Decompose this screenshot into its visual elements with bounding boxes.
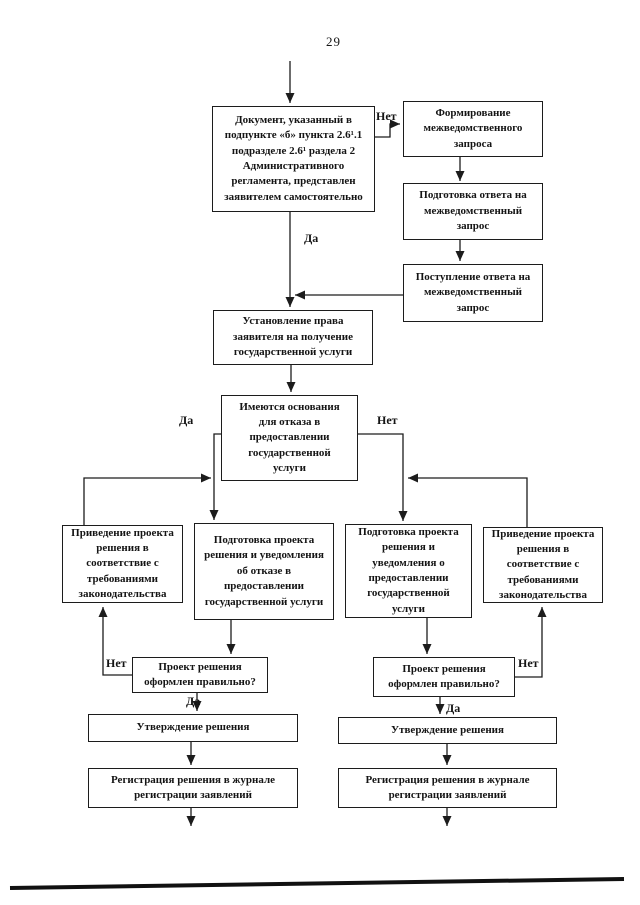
label-yes-decision-left: Да [179, 413, 194, 427]
label-no-check-left: Нет [106, 656, 127, 670]
label-yes-main-line: Да [304, 231, 319, 245]
flow-box-check-correct-right: Проект решения оформлен правильно? [373, 657, 515, 697]
flow-box-refusal-grounds-decision: Имеются основания для отказа в предостав… [221, 395, 358, 481]
flow-box-align-law-left: Приведение проекта решения в соответстви… [62, 525, 183, 603]
flow-box-draft-grant: Подготовка проекта решения и уведомления… [345, 524, 472, 618]
flow-box-approve-right: Утверждение решения [338, 717, 557, 744]
label-no-decision-right: Нет [377, 413, 398, 427]
label-yes-check-right: Да [446, 701, 461, 715]
flow-box-establish-right: Установление права заявителя на получени… [213, 310, 373, 365]
label-no-start-box: Нет [376, 109, 397, 123]
flow-box-document-submitted: Документ, указанный в подпункте «б» пунк… [212, 106, 375, 212]
label-yes-check-left: Да [186, 694, 201, 708]
flow-box-align-law-right: Приведение проекта решения в соответстви… [483, 527, 603, 603]
flow-box-draft-refusal: Подготовка проекта решения и уведомления… [194, 523, 334, 620]
label-no-check-right: Нет [518, 656, 539, 670]
flow-box-prepare-interagency-response: Подготовка ответа на межведомственный за… [403, 183, 543, 240]
flow-box-receive-interagency-response: Поступление ответа на межведомственный з… [403, 264, 543, 322]
bottom-page-rule [9, 877, 625, 890]
flow-box-check-correct-left: Проект решения оформлен правильно? [132, 657, 268, 693]
flow-box-approve-left: Утверждение решения [88, 714, 298, 742]
page-number: 29 [326, 34, 341, 49]
flow-box-register-right: Регистрация решения в журнале регистраци… [338, 768, 557, 808]
flow-box-register-left: Регистрация решения в журнале регистраци… [88, 768, 298, 808]
flow-box-form-interagency-request: Формирование межведомственного запроса [403, 101, 543, 157]
